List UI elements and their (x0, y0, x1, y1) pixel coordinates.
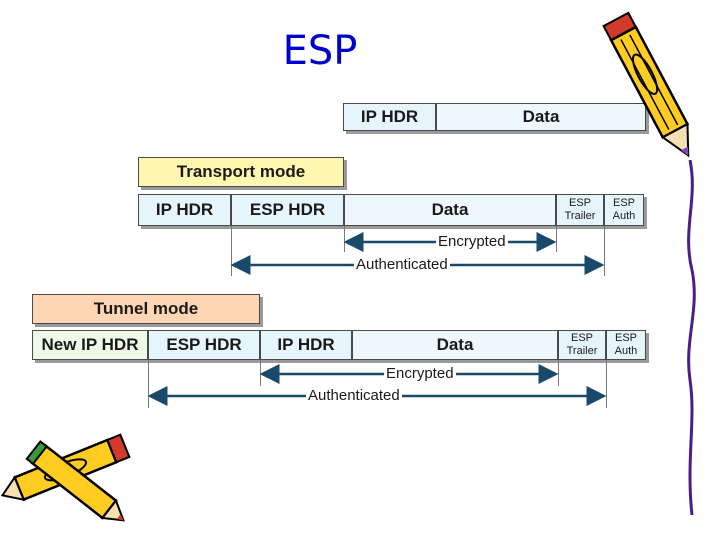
transport-enc-end-guide (556, 226, 557, 252)
tunnel-esp-trailer-line2: Trailer (566, 345, 598, 357)
transport-encrypted-label: Encrypted (436, 233, 508, 250)
crossed-pencils-clipart-icon (0, 433, 131, 522)
transport-auth-start-guide (231, 226, 232, 276)
slide-title: ESP (282, 28, 358, 74)
tunnel-esp-hdr: ESP HDR (148, 330, 260, 360)
squiggle-line-icon (687, 160, 696, 516)
transport-esp-hdr: ESP HDR (231, 194, 344, 226)
transport-auth-end-guide (604, 226, 605, 276)
tunnel-esp-auth-line2: Auth (614, 345, 638, 357)
tunnel-esp-auth: ESP Auth (606, 330, 646, 360)
transport-data: Data (344, 194, 556, 226)
transport-mode-label: Transport mode (138, 157, 344, 187)
transport-esp-trailer-line2: Trailer (564, 210, 596, 222)
tunnel-esp-trailer-line1: ESP (570, 332, 593, 344)
pencil-clipart-icon (602, 11, 690, 158)
tunnel-mode-label: Tunnel mode (32, 294, 260, 324)
tunnel-esp-auth-line1: ESP (614, 332, 637, 344)
tunnel-auth-start-guide (148, 360, 149, 408)
transport-esp-auth-line1: ESP (612, 197, 635, 209)
tunnel-esp-trailer: ESP Trailer (558, 330, 606, 360)
original-data: Data (436, 103, 646, 131)
transport-ip-hdr: IP HDR (138, 194, 231, 226)
transport-esp-trailer-line1: ESP (568, 197, 591, 209)
tunnel-new-ip-hdr: New IP HDR (32, 330, 148, 360)
tunnel-ip-hdr: IP HDR (260, 330, 352, 360)
tunnel-enc-end-guide (558, 360, 559, 386)
tunnel-authenticated-label: Authenticated (306, 387, 402, 404)
original-ip-hdr: IP HDR (343, 103, 436, 131)
transport-authenticated-label: Authenticated (354, 256, 450, 273)
transport-esp-auth: ESP Auth (604, 194, 644, 226)
transport-esp-trailer: ESP Trailer (556, 194, 604, 226)
transport-esp-auth-line2: Auth (612, 210, 636, 222)
tunnel-data: Data (352, 330, 558, 360)
tunnel-encrypted-label: Encrypted (384, 365, 456, 382)
tunnel-auth-end-guide (606, 360, 607, 408)
